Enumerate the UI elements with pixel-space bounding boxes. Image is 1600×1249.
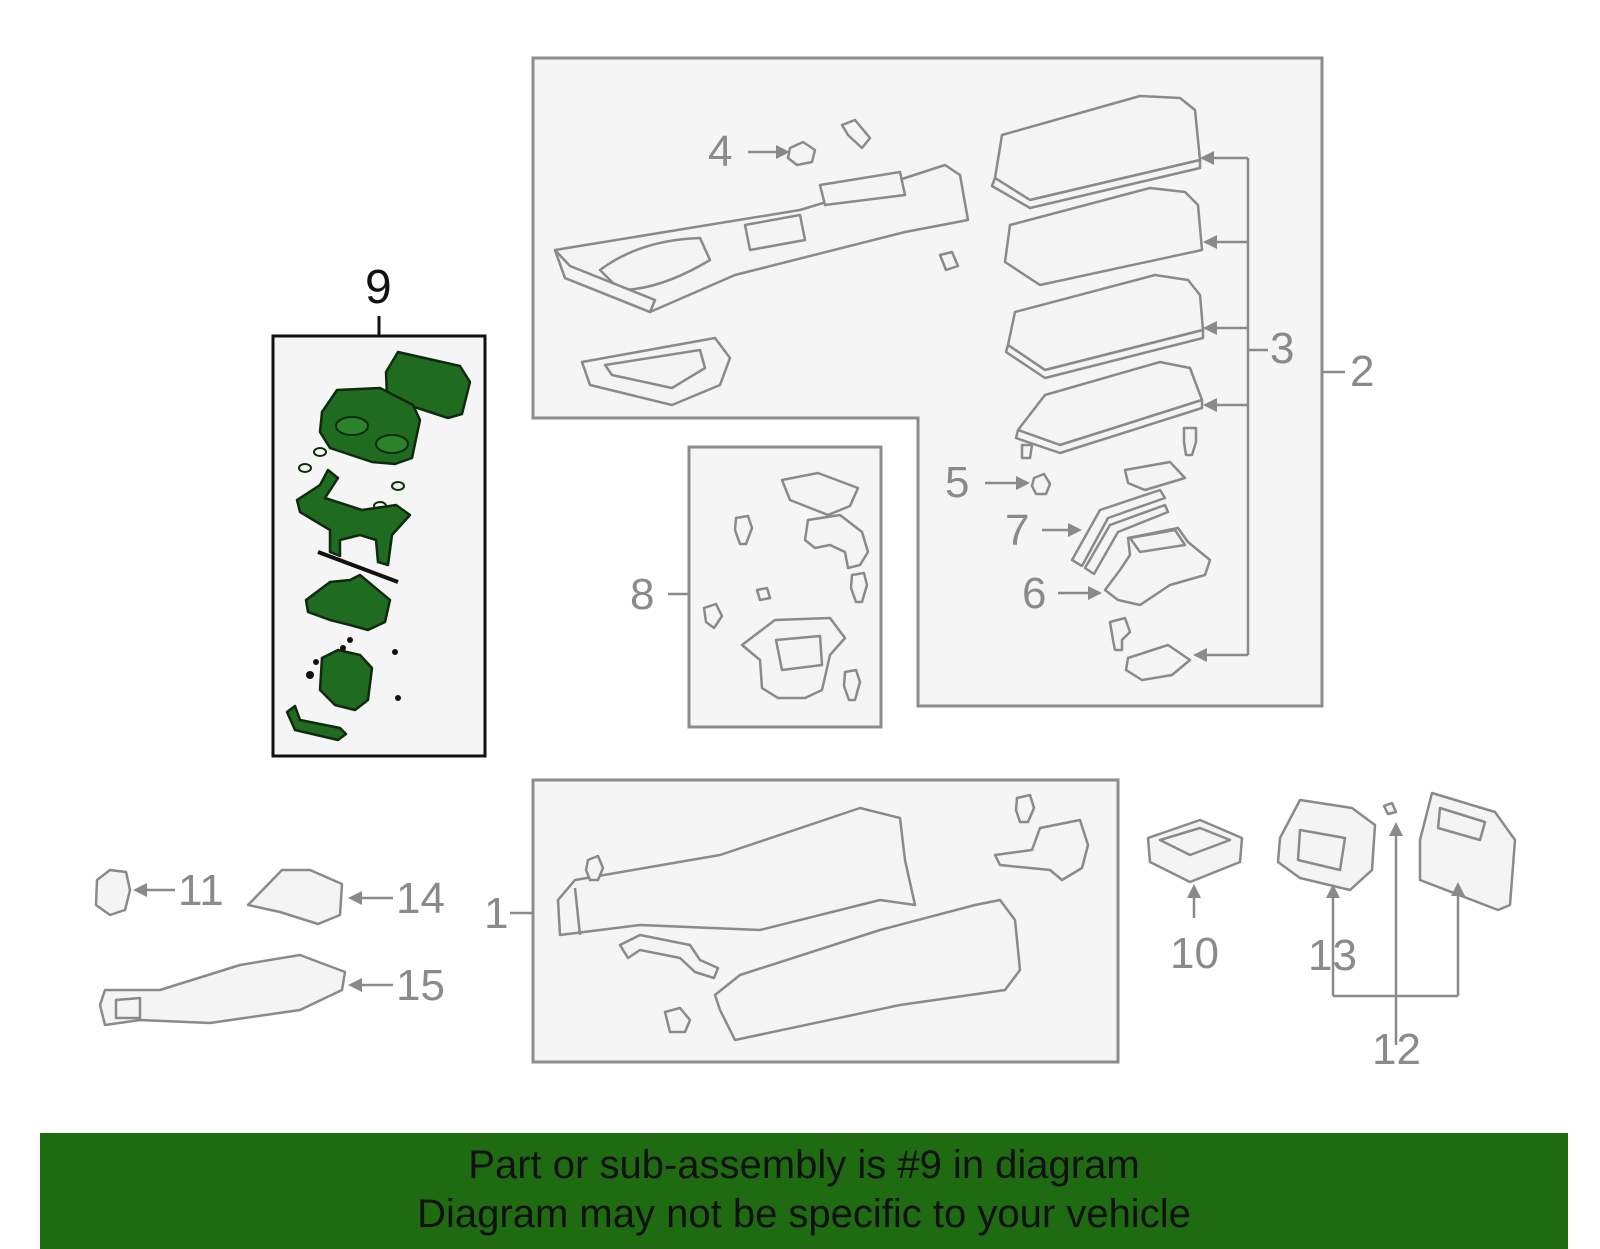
cup-holder-lower[interactable] xyxy=(304,573,392,632)
small-clip-12[interactable] xyxy=(1382,801,1398,816)
console-box-13[interactable] xyxy=(1276,798,1377,892)
leader-line-14 xyxy=(348,891,393,905)
console-bolt-a[interactable] xyxy=(584,854,605,882)
leader-line-11 xyxy=(133,883,175,897)
leader-lines-3 xyxy=(1193,151,1268,662)
callout-9: 9 xyxy=(365,261,392,314)
box-8-clip[interactable] xyxy=(755,586,772,602)
cup-holder-frame[interactable] xyxy=(295,468,412,567)
callout-11: 11 xyxy=(178,866,224,915)
cup-holder-spring[interactable] xyxy=(285,704,348,742)
small-clip-mid[interactable] xyxy=(938,250,960,272)
duct-15-part[interactable] xyxy=(98,953,347,1027)
leader-line-6 xyxy=(1058,586,1102,600)
leader-line-5 xyxy=(985,476,1030,490)
box-8-screw-c[interactable] xyxy=(842,668,862,702)
cup-holder-upper[interactable] xyxy=(318,386,422,466)
box-8-bracket[interactable] xyxy=(803,513,870,570)
console-bolt-b[interactable] xyxy=(1014,793,1036,824)
cup-holder-cup[interactable] xyxy=(318,648,374,712)
console-mount-bracket[interactable] xyxy=(993,818,1090,882)
box-8-housing[interactable] xyxy=(740,616,847,700)
console-side-panel-right[interactable] xyxy=(713,898,1022,1042)
console-side-12[interactable] xyxy=(1418,791,1517,912)
clip-11-part[interactable] xyxy=(94,868,132,917)
callout-13: 13 xyxy=(1308,931,1357,980)
banner-line-part-number: Part or sub-assembly is #9 in diagram xyxy=(468,1143,1140,1187)
callout-14: 14 xyxy=(396,874,445,923)
hinge-bracket-6-part[interactable] xyxy=(1103,526,1212,607)
console-pocket-10[interactable] xyxy=(1146,818,1244,884)
hinge-cover[interactable] xyxy=(1123,460,1187,492)
console-bracket[interactable] xyxy=(618,933,720,980)
info-banner: Part or sub-assembly is #9 in diagram Di… xyxy=(40,1133,1568,1249)
box-8-screw-b[interactable] xyxy=(849,571,869,604)
duct-14-part[interactable] xyxy=(246,868,344,926)
callout-5: 5 xyxy=(945,458,969,507)
cup-holder-small-parts[interactable] xyxy=(306,637,401,701)
console-side-panel-left[interactable] xyxy=(556,806,917,937)
console-clip-top[interactable] xyxy=(840,118,872,150)
callout-6: 6 xyxy=(1022,569,1046,618)
clip-4-part[interactable] xyxy=(786,140,817,167)
bracket-7-part[interactable] xyxy=(1070,488,1170,576)
callout-4: 4 xyxy=(708,127,732,176)
callout-15: 15 xyxy=(396,961,445,1010)
armrest-lid-3[interactable] xyxy=(1004,273,1205,380)
callout-1: 1 xyxy=(484,889,508,938)
leader-line-7 xyxy=(1042,523,1082,537)
callout-2: 2 xyxy=(1350,347,1374,396)
lid-bolt[interactable] xyxy=(1182,426,1198,457)
leader-line-10 xyxy=(1187,884,1201,918)
lid-small-clip[interactable] xyxy=(1020,443,1034,460)
cup-holder-rod[interactable] xyxy=(317,550,399,584)
upper-console-panel[interactable] xyxy=(553,163,970,314)
leader-line-15 xyxy=(348,978,393,992)
banner-line-disclaimer: Diagram may not be specific to your vehi… xyxy=(417,1192,1191,1236)
box-8-screw-a[interactable] xyxy=(733,514,754,546)
callout-3: 3 xyxy=(1270,324,1294,373)
box-8-cover[interactable] xyxy=(780,471,860,517)
leader-lines-12 xyxy=(1331,822,1465,1045)
callout-10: 10 xyxy=(1170,929,1219,978)
box-8-spring-clip[interactable] xyxy=(702,602,724,630)
callout-8: 8 xyxy=(630,570,654,619)
leader-line-13 xyxy=(1326,884,1340,920)
hinge-plate[interactable] xyxy=(1124,643,1192,682)
leader-line-4 xyxy=(748,145,790,159)
callout-12: 12 xyxy=(1372,1025,1421,1074)
console-clip-b[interactable] xyxy=(663,1006,692,1034)
clip-5-part[interactable] xyxy=(1030,472,1052,496)
armrest-lid-4[interactable] xyxy=(1014,360,1204,455)
armrest-lid-2[interactable] xyxy=(1003,186,1204,287)
console-tray[interactable] xyxy=(580,336,732,407)
callout-7: 7 xyxy=(1005,506,1029,555)
armrest-lid-1[interactable] xyxy=(990,94,1202,210)
hinge-bolt[interactable] xyxy=(1108,616,1132,652)
